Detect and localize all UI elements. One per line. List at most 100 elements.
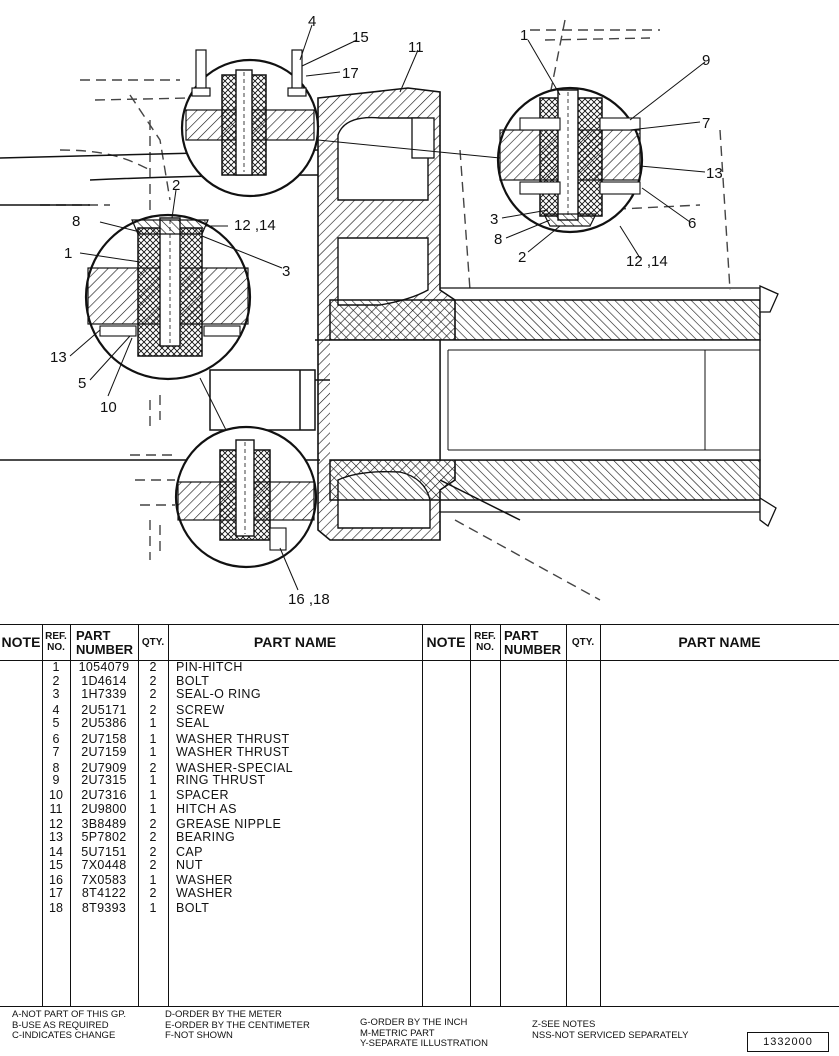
callout-8-right: 8 [494,231,502,248]
header-part-number-line2: NUMBER [76,641,134,657]
legend-m: M-METRIC PART [360,1027,435,1039]
callout-3-right: 3 [490,211,498,228]
legend-f: F-NOT SHOWN [165,1030,233,1041]
ref-no: 7 [52,745,60,759]
legend-column-3: G-ORDER BY THE INCH M-METRIC PART Y-SEPA… [360,1017,488,1050]
callout-1-right: 1 [520,27,528,44]
part-name: SPACER [176,788,229,802]
header-part-number-right-line1: PART [504,627,539,643]
header-ref-no-right-line1: REF. [474,631,496,642]
part-number: 7X0583 [81,873,127,887]
qty: 1 [149,773,157,787]
ref-no: 17 [49,886,63,900]
legend-y: Y-SEPARATE ILLUSTRATION [360,1038,488,1049]
header-part-name-right: PART NAME [678,633,761,650]
part-name: SEAL-O RING [176,687,261,701]
header-note-right: NOTE [426,633,466,650]
ref-no: 2 [52,674,60,688]
parts-table: NOTE REF. NO. PART NUMBER QTY. PART NAME… [0,624,839,1007]
part-name: BOLT [176,901,210,915]
qty: 2 [149,660,157,674]
ref-no: 10 [49,788,63,802]
part-name: BOLT [176,674,210,688]
part-number: 2U7315 [81,773,127,787]
header-part-name: PART NAME [253,633,337,650]
part-number: 5P7802 [81,830,127,844]
ref-no: 6 [52,732,60,746]
part-name: CAP [176,845,203,859]
callout-12-14-right: 12 ,14 [626,253,668,270]
part-number: 2U7159 [81,745,127,759]
qty: 1 [149,732,157,746]
qty: 1 [149,716,157,730]
code-legend: A-NOT PART OF THIS GP. B-USE AS REQUIRED… [0,1008,839,1056]
exploded-view-drawing: 4 15 17 11 1 9 7 13 6 3 8 2 12 ,14 2 8 1… [0,13,779,608]
callout-9: 9 [702,52,710,69]
part-number: 3B8489 [81,817,127,831]
part-number: 2U5171 [81,703,127,717]
header-note: NOTE [1,633,41,650]
part-number: 1D4614 [81,674,127,688]
header-ref-no-right: REF. NO. [470,624,500,660]
ref-no: 12 [49,817,63,831]
qty: 2 [149,817,157,831]
legend-d: D-ORDER BY THE METER [165,1009,282,1020]
callout-7: 7 [702,115,710,132]
callout-3-left: 3 [282,263,290,280]
ref-no: 15 [49,858,63,872]
legend-c: C-INDICATES CHANGE [12,1030,116,1041]
part-name: WASHER-SPECIAL [176,761,293,775]
part-number: 5U7151 [81,845,127,859]
detail-circle-left [84,213,252,381]
part-number: 2U7909 [81,761,127,775]
hub-shaft [329,284,779,528]
ref-no: 16 [49,873,63,887]
detail-circle-bottom [174,425,318,569]
qty: 1 [149,788,157,802]
callout-2-right: 2 [518,249,526,266]
part-name: NUT [176,858,203,872]
ref-no: 5 [52,716,60,730]
qty: 1 [149,873,157,887]
header-part-number: PART NUMBER [70,624,138,660]
part-name: SCREW [176,703,225,717]
callout-13-right: 13 [706,165,723,182]
header-part-number-right-line2: NUMBER [504,641,562,657]
legend-a: A-NOT PART OF THIS GP. [12,1009,127,1020]
callout-8-left: 8 [72,213,80,230]
legend-column-2: D-ORDER BY THE METER E-ORDER BY THE CENT… [165,1009,310,1042]
qty: 2 [149,761,157,775]
legend-column-4: Z-SEE NOTES NSS-NOT SERVICED SEPARATELY [532,1019,689,1041]
legend-e: E-ORDER BY THE CENTIMETER [165,1019,310,1031]
part-number: 2U9800 [81,802,127,816]
part-number: 8T9393 [81,901,127,915]
callout-4: 4 [308,13,316,30]
ref-no: 4 [52,703,60,717]
legend-z: Z-SEE NOTES [532,1019,596,1030]
header-qty: QTY. [141,636,165,648]
callout-11: 11 [408,39,424,56]
legend-nss: NSS-NOT SERVICED SEPARATELY [532,1029,689,1041]
callout-10: 10 [100,399,117,416]
part-name: SEAL [176,716,210,730]
ref-no: 13 [49,830,63,844]
part-name: BEARING [176,830,236,844]
callout-labels: 4 15 17 11 1 9 7 13 6 3 8 2 12 ,14 2 8 1… [50,13,723,608]
qty: 1 [149,901,157,915]
header-ref-no-line1: REF. [45,631,67,642]
